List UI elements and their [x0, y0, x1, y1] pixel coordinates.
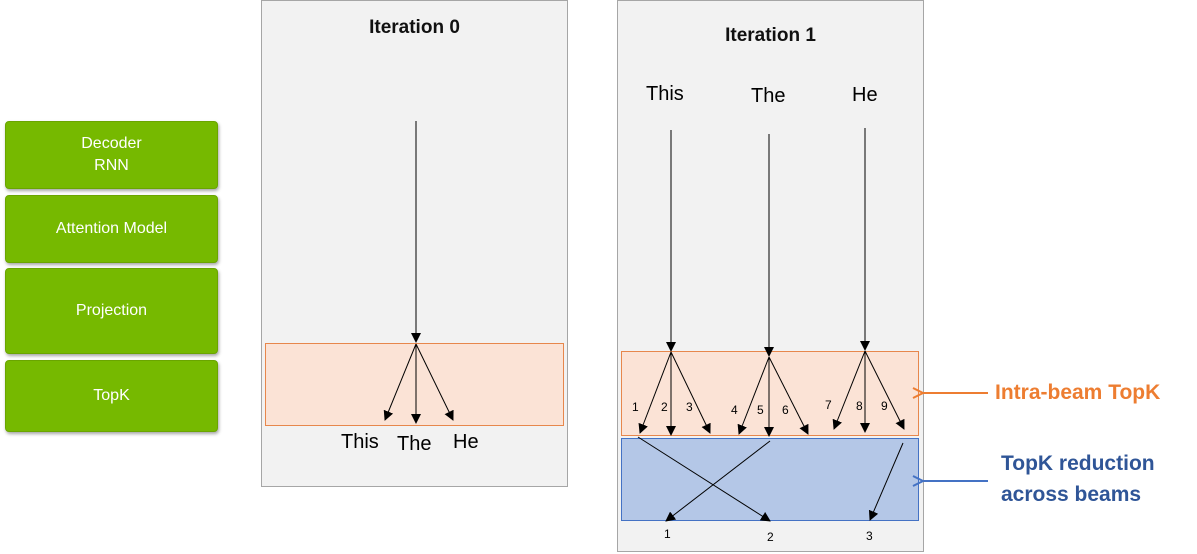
candidate-label: 3 — [686, 400, 693, 414]
intra-beam-topk-label: Intra-beam TopK — [995, 381, 1161, 404]
iteration-0-arrows — [383, 121, 454, 424]
stage-label: TopK — [93, 387, 130, 404]
topk-reduction-label-line2: across beams — [1001, 483, 1142, 506]
candidate-label: 9 — [881, 399, 888, 413]
iteration-0-title: Iteration 0 — [369, 17, 460, 38]
stage-label: Attention Model — [55, 220, 168, 237]
candidate-label: 4 — [731, 403, 738, 417]
stage-topk: TopK — [5, 360, 218, 432]
stage-projection: Projection — [5, 268, 218, 354]
result-label: 3 — [866, 529, 873, 543]
reduction-arrows — [637, 436, 904, 522]
iteration-0-topk-band — [265, 343, 564, 426]
stage-label: Projection — [75, 302, 148, 319]
result-label: 2 — [767, 530, 774, 544]
topk-reduction-label-line1: TopK reduction — [1001, 452, 1155, 475]
iteration-0-output-word: The — [397, 433, 432, 455]
candidate-label: 7 — [825, 398, 832, 412]
topk-reduction-band — [621, 438, 919, 521]
iteration-0-output-word: He — [453, 431, 479, 453]
iteration-1-input-word: This — [646, 83, 684, 105]
candidate-label: 2 — [661, 400, 668, 414]
topk-reduction-label: TopK reduction across beams — [1001, 448, 1155, 510]
candidate-label: 1 — [632, 400, 639, 414]
iteration-1-input-arrows — [666, 128, 870, 357]
iteration-0-output-word: This — [341, 431, 379, 453]
candidate-label: 5 — [757, 403, 764, 417]
iteration-1-input-word: The — [751, 85, 786, 107]
stage-label: RNN — [94, 157, 129, 174]
iteration-1-title: Iteration 1 — [725, 25, 816, 46]
stage-label: Decoder — [81, 135, 142, 152]
intra-beam-arrows — [638, 350, 905, 437]
result-label: 1 — [664, 527, 671, 541]
candidate-label: 6 — [782, 403, 789, 417]
iteration-1-input-word: He — [852, 84, 878, 106]
stage-attention-model: Attention Model — [5, 195, 218, 263]
candidate-label: 8 — [856, 399, 863, 413]
